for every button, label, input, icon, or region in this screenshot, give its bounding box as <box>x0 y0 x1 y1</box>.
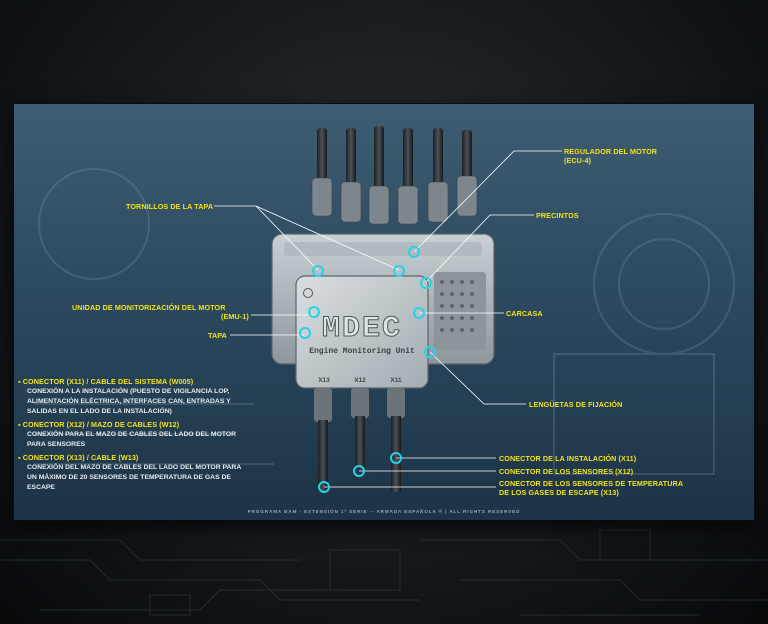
note-2-line-1: CONEXIÓN PARA EL MAZO DE CABLES DEL LADO… <box>27 431 237 438</box>
note-1-line-3: SALIDAS EN EL LADO DE LA INSTALACIÓN) <box>27 408 172 415</box>
note-3-line-2: UN MÁXIMO DE 20 SENSORES DE TEMPERATURA … <box>27 474 231 481</box>
note-1-line-2: ALIMENTACIÓN ELÉCTRICA, INTERFACES CAN, … <box>27 398 231 405</box>
note-1-title: ▪ CONECTOR (X11) / CABLE DEL SISTEMA (W0… <box>18 377 194 386</box>
port-label-x12: X12 <box>354 377 366 384</box>
note-2-title: ▪ CONECTOR (X12) / MAZO DE CABLES (W12) <box>18 420 180 429</box>
label-unidad-1: UNIDAD DE MONITORIZACIÓN DEL MOTOR <box>72 303 226 312</box>
circuit-board-decoration <box>0 529 768 616</box>
note-1-line-1: CONEXIÓN A LA INSTALACIÓN (PUESTO DE VIG… <box>27 388 230 395</box>
label-unidad-2: (EMU-1) <box>221 312 249 321</box>
grille-holes <box>440 280 474 332</box>
label-lenguetas: LENGÜETAS DE FIJACIÓN <box>529 400 623 409</box>
label-conector-temp-2: DE LOS GASES DE ESCAPE (X13) <box>499 488 619 497</box>
label-carcasa: CARCASA <box>506 309 543 318</box>
label-conector-temp-1: CONECTOR DE LOS SENSORES DE TEMPERATURA <box>499 479 684 488</box>
device-brand: MDEC <box>322 312 402 346</box>
label-precintos: PRECINTOS <box>536 211 579 220</box>
note-2-line-2: PARA SENSORES <box>27 441 86 448</box>
note-3-line-3: ESCAPE <box>27 484 55 491</box>
label-tapa: TAPA <box>208 331 227 340</box>
label-tornillos: TORNILLOS DE LA TAPA <box>126 202 214 211</box>
callout-markers <box>299 246 436 493</box>
label-conector-instalacion: CONECTOR DE LA INSTALACIÓN (X11) <box>499 454 637 463</box>
port-label-x11: X11 <box>390 377 402 384</box>
unit-illustration: MDEC Engine Monitoring Unit X13 X12 X11 <box>34 126 735 493</box>
note-3-title: ▪ CONECTOR (X13) / CABLE (W13) <box>18 453 139 462</box>
label-regulador-2: (ECU-4) <box>564 156 592 165</box>
port-label-x13: X13 <box>318 377 330 384</box>
label-conector-sensores: CONECTOR DE LOS SENSORES (X12) <box>499 467 634 476</box>
device-subtitle: Engine Monitoring Unit <box>309 347 415 356</box>
footer-copyright: PROGRAMA BAM - EXTENSIÓN 1ª SERIE -- ARM… <box>247 509 521 514</box>
note-3-line-1: CONEXIÓN DEL MAZO DE CABLES DEL LADO DEL… <box>27 464 242 471</box>
diagram-panel: MDEC Engine Monitoring Unit X13 X12 X11 <box>14 104 754 520</box>
top-cables <box>311 126 478 225</box>
label-regulador-1: REGULADOR DEL MOTOR <box>564 147 658 156</box>
leader-lines <box>214 150 562 488</box>
